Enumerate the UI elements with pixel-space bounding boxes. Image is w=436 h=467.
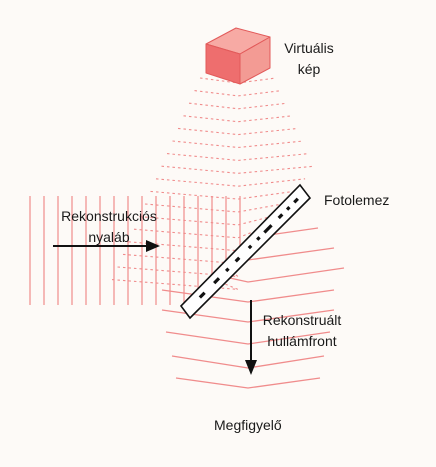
reconstructed-wavefront-label-line1: Rekonstruált (262, 312, 342, 328)
cube-front (205, 43, 241, 85)
virtual-image-label: Virtuális kép (274, 38, 344, 80)
virtual-wavefront-dashed-line (183, 115, 293, 123)
photoplate-fringe-mark (256, 236, 261, 241)
virtual-wavefront-dashed-line (139, 216, 272, 226)
reconstruction-beam-wavefronts (29, 196, 241, 305)
reconstructed-wavefront-label-line2: hullámfront (267, 333, 337, 349)
virtual-wavefront-dashed-line (199, 77, 277, 84)
photoplate-fringe-mark (285, 206, 291, 211)
virtual-wavefront-dashed-line (122, 253, 239, 265)
virtual-wavefront-dashed-line (161, 165, 315, 174)
virtual-wavefront-dashed-line (188, 102, 288, 110)
reconstructed-wavefront-line (171, 355, 325, 369)
virtual-wavefront-dashed-line (133, 228, 260, 239)
observer-label: Megfigyelő (214, 417, 282, 433)
virtual-wavefront-dashed-line (177, 127, 299, 136)
reconstruction-beam-label-line2: nyaláb (88, 229, 130, 245)
photoplate-fringe-mark (224, 267, 230, 273)
reconstructed-wavefront-label: Rekonstruált hullámfront (256, 310, 348, 352)
cube-icon (205, 27, 271, 85)
reconstructed-wavefront-line (161, 289, 335, 303)
virtual-wavefront-dashed-line (117, 266, 240, 278)
virtual-wavefront-dashed-line (155, 178, 306, 187)
virtual-wavefront-dashed-line (194, 90, 282, 97)
photoplate-fringe-mark (198, 291, 206, 299)
arrow-down-icon (245, 300, 257, 375)
reconstruction-beam-label: Rekonstrukciós nyaláb (44, 206, 174, 248)
virtual-wavefront-dashed-line (172, 140, 304, 149)
virtual-image-label-line2: kép (297, 61, 321, 77)
photoplate-fringe-mark (263, 224, 273, 234)
virtual-image-label-line1: Virtuális (284, 40, 334, 56)
virtual-wavefront-dashed-line (144, 203, 283, 213)
photoplate-fringe-marks (198, 197, 299, 299)
reconstructed-wavefront-line (175, 377, 321, 389)
photoplate-body (179, 183, 312, 320)
photoplate-fringe-mark (293, 197, 299, 204)
reconstructed-wavefront-line (165, 331, 331, 345)
photoplate-fringe-mark (234, 256, 241, 263)
reconstruction-beam-label-line1: Rekonstrukciós (61, 208, 157, 224)
photoplate-label: Fotolemez (324, 192, 390, 208)
virtual-wavefront-dashed-line (150, 190, 294, 200)
photoplate-fringe-mark (213, 277, 221, 285)
photoplate-fringe-mark (247, 244, 253, 250)
arrow-right-icon (53, 240, 160, 252)
holographic-plate-icon (179, 183, 312, 320)
photoplate-fringe-mark (277, 213, 284, 220)
virtual-wavefront-dashed-line (166, 153, 310, 161)
